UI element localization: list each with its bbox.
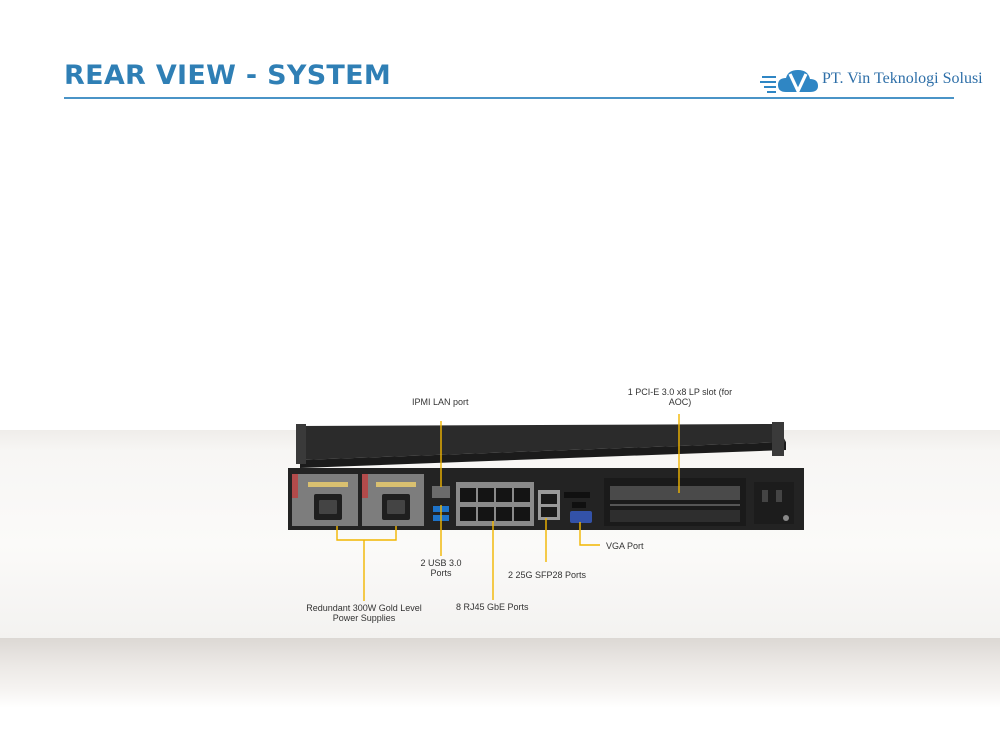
- page-title: REAR VIEW - SYSTEM: [64, 60, 392, 91]
- rj45-port[interactable]: [478, 488, 494, 502]
- rj45-port[interactable]: [496, 507, 512, 521]
- callout-usb: 2 USB 3.0 Ports: [410, 558, 472, 578]
- rack-ear-right: [772, 422, 784, 456]
- rj45-port[interactable]: [496, 488, 512, 502]
- rj45-port[interactable]: [460, 507, 476, 521]
- power-supply-2: [362, 474, 424, 526]
- usb-port-2[interactable]: [433, 515, 449, 521]
- callout-psu: Redundant 300W Gold Level Power Supplies: [298, 603, 430, 623]
- chassis-top: [298, 424, 786, 460]
- callout-psu-line2: Power Supplies: [332, 613, 396, 623]
- power-supply-1: [292, 474, 358, 526]
- rack-ear-left: [296, 424, 306, 464]
- display-shelf: [0, 430, 1000, 640]
- callout-usb-line1: 2 USB 3.0: [420, 558, 462, 568]
- usb-port-1[interactable]: [433, 506, 449, 512]
- shelf-edge: [0, 638, 1000, 708]
- callout-sfp28: 2 25G SFP28 Ports: [508, 570, 587, 580]
- rj45-port[interactable]: [460, 488, 476, 502]
- server-rear-panel: [288, 422, 804, 530]
- sfp28-port-1[interactable]: [541, 494, 557, 504]
- rj45-port-block: [456, 482, 534, 526]
- title-underline: [64, 97, 954, 99]
- cloud-v-logo-icon: [760, 70, 818, 93]
- sfp28-port-2[interactable]: [541, 507, 557, 517]
- rj45-port[interactable]: [478, 507, 494, 521]
- pcie-lp-slot[interactable]: [604, 478, 746, 526]
- callout-rj45: 8 RJ45 GbE Ports: [456, 602, 529, 612]
- vga-port[interactable]: [570, 511, 592, 523]
- company-logo: [760, 70, 818, 93]
- rj45-port[interactable]: [514, 488, 530, 502]
- callout-usb-line2: Ports: [430, 568, 452, 578]
- ipmi-lan-port[interactable]: [432, 486, 450, 498]
- rj45-port[interactable]: [514, 507, 530, 521]
- company-name: PT. Vin Teknologi Solusi: [822, 70, 983, 87]
- callout-pcie-line1: 1 PCI-E 3.0 x8 LP slot (for: [627, 387, 733, 397]
- sfp28-cage: [538, 490, 560, 520]
- callout-ipmi-lan: IPMI LAN port: [412, 397, 469, 407]
- callout-vga: VGA Port: [606, 541, 644, 551]
- callout-pcie-line2: AOC): [668, 397, 692, 407]
- callout-pcie: 1 PCI-E 3.0 x8 LP slot (for AOC): [620, 387, 740, 407]
- callout-psu-line1: Redundant 300W Gold Level: [306, 603, 422, 613]
